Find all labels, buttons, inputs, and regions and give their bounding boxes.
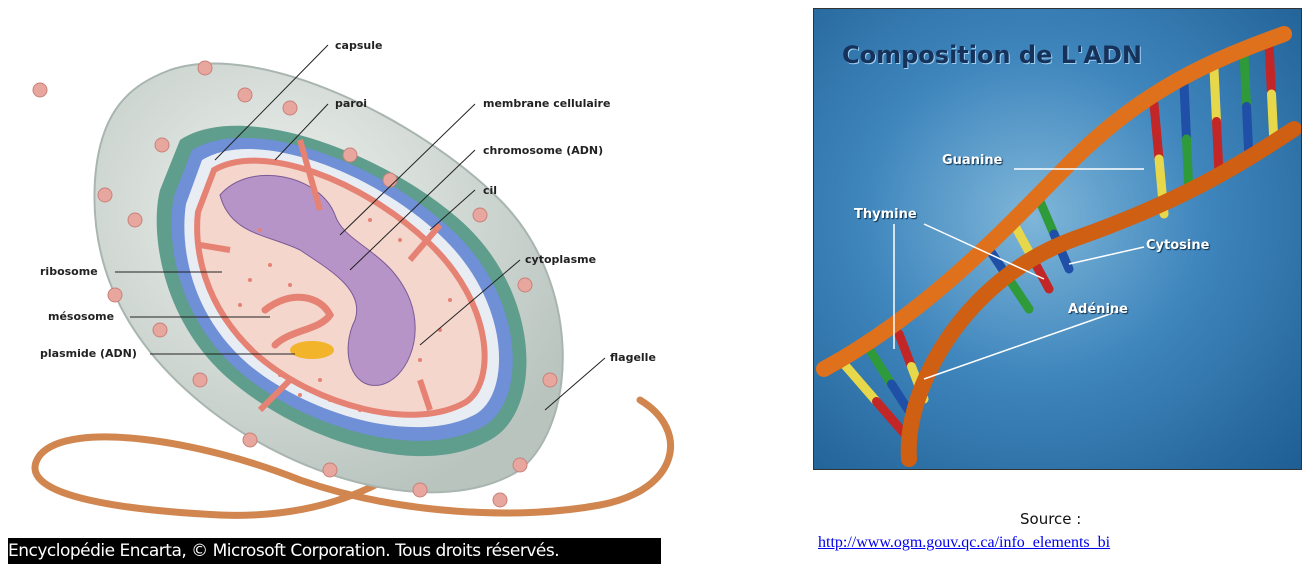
label-thymine: Thymine bbox=[854, 207, 917, 222]
label-guanine: Guanine bbox=[942, 153, 1002, 168]
label-adenine: Adénine bbox=[1068, 302, 1128, 317]
base-pair-segment bbox=[1009, 279, 1029, 309]
source-label: Source : bbox=[1020, 510, 1081, 528]
label-membrane: membrane cellulaire bbox=[483, 98, 610, 110]
dna-title: Composition de L'ADN bbox=[842, 41, 1142, 69]
label-paroi: paroi bbox=[335, 98, 367, 110]
dna-helix bbox=[814, 9, 1301, 469]
source-link[interactable]: http://www.ogm.gouv.qc.ca/info_elements_… bbox=[818, 534, 1303, 552]
base-pair-segment bbox=[1039, 199, 1054, 234]
label-cytosine: Cytosine bbox=[1146, 238, 1209, 253]
label-flagelle: flagelle bbox=[610, 352, 656, 364]
label-chromosome: chromosome (ADN) bbox=[483, 145, 603, 157]
base-pair-segment bbox=[899, 334, 912, 367]
bacterium-diagram: capsule paroi membrane cellulaire chromo… bbox=[0, 0, 700, 540]
label-mesosome: mésosome bbox=[48, 311, 114, 323]
base-pair-segment bbox=[869, 349, 892, 384]
label-plasmide: plasmide (ADN) bbox=[40, 348, 137, 360]
label-cytoplasme: cytoplasme bbox=[525, 254, 596, 266]
base-pair-segment bbox=[1217, 122, 1220, 175]
base-pair-segment bbox=[1154, 104, 1159, 159]
base-pair-segment bbox=[1214, 69, 1217, 122]
base-pair-segment bbox=[1269, 44, 1272, 94]
base-pair-segment bbox=[844, 364, 877, 402]
backbone-strand-2 bbox=[909, 129, 1294, 459]
label-capsule: capsule bbox=[335, 40, 382, 52]
base-pair-segment bbox=[1184, 84, 1187, 139]
plasmid-shape bbox=[290, 341, 334, 359]
base-pair-segment bbox=[1244, 54, 1247, 107]
encarta-credit: Encyclopédie Encarta, © Microsoft Corpor… bbox=[8, 538, 661, 564]
bacterium-illustration bbox=[0, 0, 700, 540]
dna-diagram: Composition de L'ADN Guanine Thymine Cyt… bbox=[813, 8, 1302, 470]
label-ribosome: ribosome bbox=[40, 266, 98, 278]
label-cil: cil bbox=[483, 185, 497, 197]
